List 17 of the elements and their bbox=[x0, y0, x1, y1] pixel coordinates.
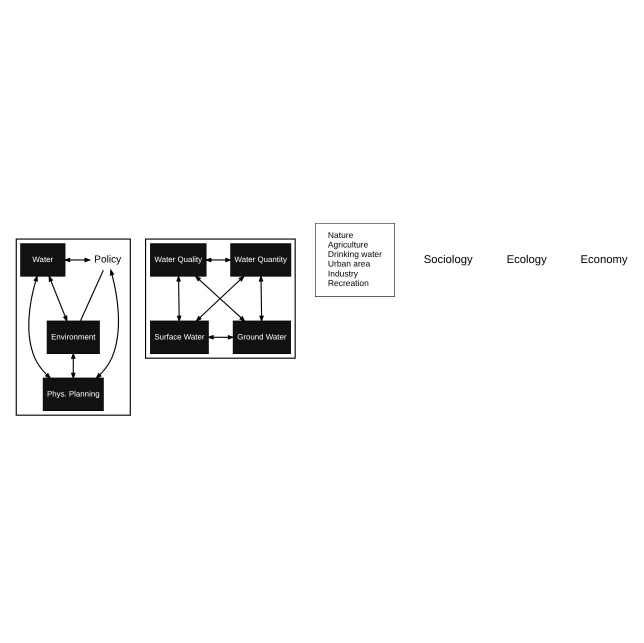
arrow bbox=[70, 352, 76, 380]
arrow bbox=[95, 268, 120, 380]
arrow bbox=[206, 334, 235, 340]
node-text: Policy bbox=[94, 254, 122, 266]
arrow bbox=[204, 258, 232, 262]
arrow bbox=[48, 274, 68, 322]
node-box: Nature Agriculture Drinking water Urban area Industry Recreation bbox=[315, 222, 395, 297]
label: Ecology bbox=[506, 254, 547, 266]
arrow bbox=[176, 274, 182, 322]
arrow bbox=[28, 274, 52, 380]
connector bbox=[80, 270, 104, 322]
arrow bbox=[258, 274, 264, 322]
cluster bbox=[16, 238, 131, 416]
arrow bbox=[63, 258, 92, 262]
cluster bbox=[145, 238, 296, 359]
label: Economy bbox=[580, 254, 628, 266]
label: Sociology bbox=[424, 254, 473, 266]
